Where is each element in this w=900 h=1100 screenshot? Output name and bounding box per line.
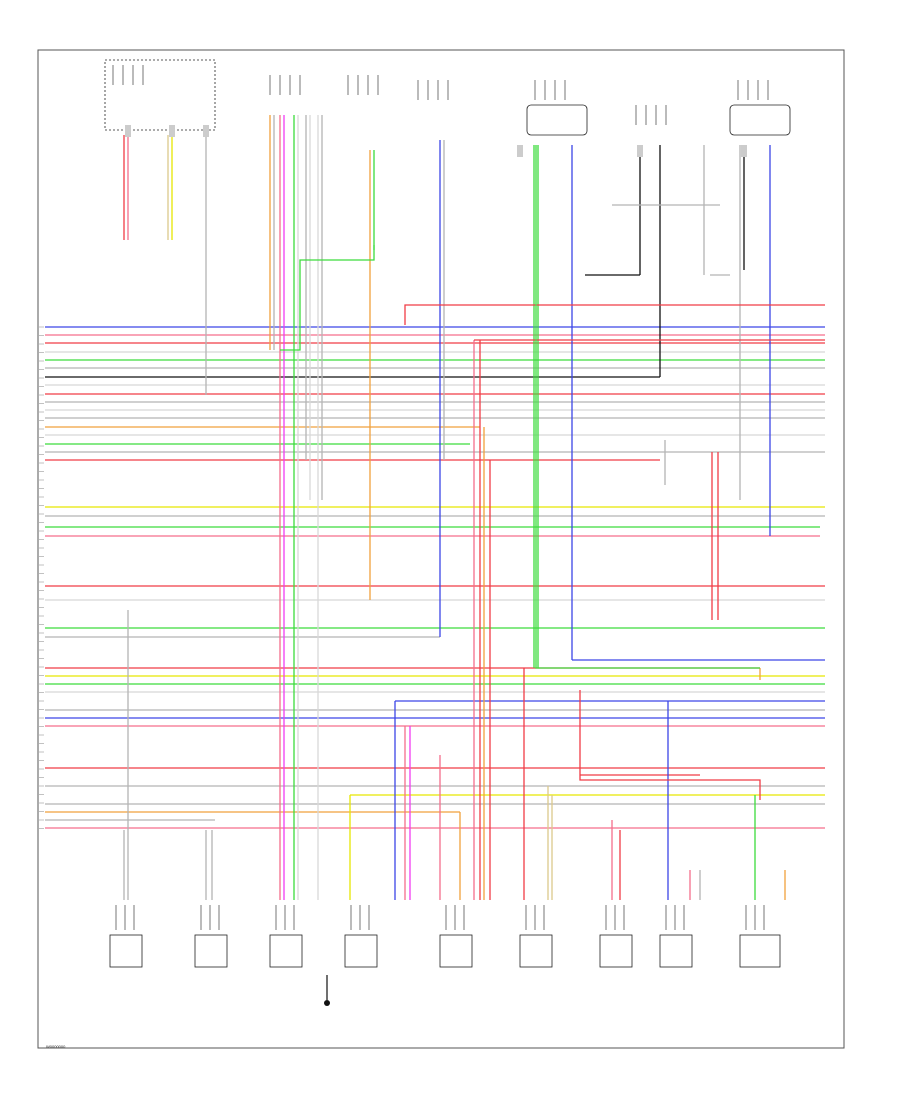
connector-mark-6 xyxy=(741,145,747,157)
connector-mark-1 xyxy=(125,125,131,137)
fuel-injector xyxy=(109,905,143,968)
idle-control-valve xyxy=(599,905,633,968)
crank-sensor xyxy=(347,75,379,95)
connector-mark-2 xyxy=(169,125,175,137)
knock-sensor-2 xyxy=(729,80,791,136)
ignition-module xyxy=(635,105,667,125)
route-wire-6 xyxy=(579,690,761,800)
edge-label-layer xyxy=(39,125,747,829)
throttle-body xyxy=(417,80,449,100)
fuse-block xyxy=(104,59,216,131)
bottom-component-layer xyxy=(109,905,781,1006)
vehicle-speed-sensor xyxy=(519,905,553,968)
connector-mark-4 xyxy=(517,145,523,157)
wire-layer xyxy=(45,115,825,900)
route-wire-2 xyxy=(404,304,825,325)
connector-mark-5 xyxy=(637,145,643,157)
purge-valve xyxy=(194,905,228,968)
knock-sensor-1 xyxy=(526,80,588,136)
egr-valve xyxy=(439,905,473,968)
page-code: W0000000 xyxy=(46,1044,66,1049)
evap-sensor xyxy=(269,905,303,968)
ground-point xyxy=(324,975,330,1006)
connector-mark-3 xyxy=(203,125,209,137)
route-wire-1 xyxy=(280,245,375,351)
cam-sensor xyxy=(269,75,301,95)
throttle-position-sensor xyxy=(344,905,378,968)
route-wire-4 xyxy=(535,145,760,669)
top-component-layer xyxy=(104,59,791,136)
intake-air-temp-sensor xyxy=(739,905,781,968)
coolant-temp-sensor xyxy=(659,905,693,968)
diagram-frame xyxy=(37,49,845,1049)
